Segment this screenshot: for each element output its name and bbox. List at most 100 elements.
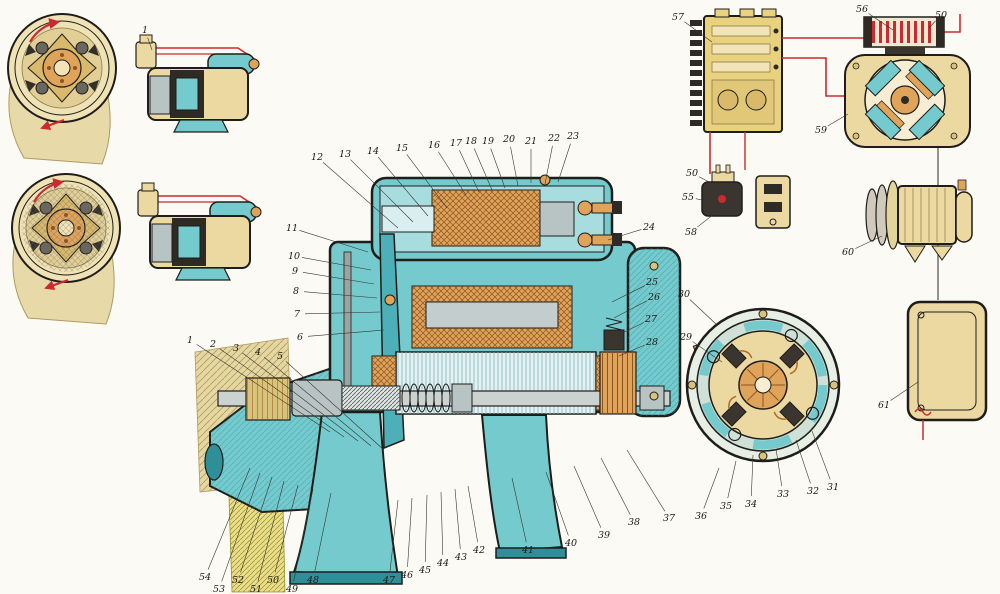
callout-number-19-6: 6 — [297, 332, 303, 343]
callout-number-56-56: 56 — [856, 4, 868, 15]
regulator-fin — [690, 70, 702, 76]
brush-set — [706, 343, 753, 369]
callout-number-37-48: 48 — [306, 575, 319, 586]
regulator-fin — [690, 80, 702, 86]
plug-prong — [725, 164, 731, 174]
callout-number-30-29: 29 — [679, 332, 692, 343]
callout-number-23-4: 4 — [254, 347, 261, 358]
cover-screw — [829, 380, 839, 390]
callout-number-32-53: 53 — [213, 584, 225, 594]
regulator-fin — [690, 90, 702, 96]
callout-leader-63-61 — [890, 381, 919, 401]
callout-leader-26-26 — [613, 300, 648, 319]
callout-number-59-50: 50 — [686, 168, 698, 179]
callout-number-36-49: 49 — [285, 584, 298, 594]
hub-bolt — [60, 53, 64, 57]
callout-number-0-1: 1 — [142, 25, 148, 36]
pole-coil — [905, 71, 934, 100]
relay-coil-stripe — [886, 21, 889, 43]
brush-set — [779, 328, 805, 375]
callout-number-60-55: 55 — [682, 192, 694, 203]
clutch-inner-ring — [14, 20, 110, 116]
cover-plate — [906, 300, 988, 440]
callout-number-25-25: 25 — [645, 277, 658, 288]
callout-number-1-12: 12 — [311, 152, 323, 163]
commutator-end-view — [685, 307, 841, 463]
callout-number-15-10: 10 — [288, 251, 300, 262]
relay-end-plate — [936, 17, 944, 47]
starter-mid-core — [175, 77, 199, 111]
callout-number-20-1: 1 — [187, 335, 193, 346]
relay-end-plate — [864, 17, 872, 47]
callout-leader-14-11 — [299, 230, 369, 253]
callout-leader-36-49 — [293, 488, 314, 582]
bracket-slot — [764, 184, 782, 194]
generator — [865, 179, 973, 263]
callout-number-42-43: 43 — [454, 552, 467, 563]
callout-number-57-50: 50 — [935, 10, 947, 21]
callout-number-27-27: 27 — [644, 314, 658, 325]
callout-leader-43-42 — [467, 485, 478, 543]
callout-leader-49-36 — [703, 467, 720, 509]
callout-number-7-18: 18 — [465, 136, 477, 147]
callout-number-33-52: 52 — [232, 575, 244, 586]
generator-fins — [904, 188, 946, 242]
callout-leader-55-57 — [684, 21, 713, 43]
callout-number-53-32: 32 — [807, 486, 819, 497]
regulator-fin — [690, 40, 702, 46]
callout-leader-34-51 — [257, 480, 285, 582]
callout-number-61-58: 58 — [685, 227, 697, 238]
callout-number-44-41: 41 — [521, 545, 534, 556]
rear-end-cap-hatch — [628, 248, 680, 416]
callout-number-28-28: 28 — [645, 337, 658, 348]
terminal-nut-upper — [612, 201, 622, 214]
callout-leader-4-15 — [406, 154, 448, 209]
clutch-view-engaged — [7, 13, 117, 165]
bracket-slot — [764, 202, 782, 212]
relay-coil-stripe — [907, 21, 910, 43]
callout-number-39-46: 46 — [400, 570, 413, 581]
housing-screw — [950, 132, 958, 140]
solenoid-coil-hatch — [432, 190, 540, 246]
commutator-segment-line — [747, 369, 758, 380]
relay-strip — [711, 25, 771, 37]
solenoid-core — [539, 201, 575, 237]
regulator-terminal-block — [761, 8, 777, 18]
callout-leader-9-20 — [510, 146, 519, 187]
callout-leader-1-12 — [322, 162, 399, 229]
callout-leader-13-24 — [607, 229, 642, 241]
callout-leader-7-18 — [473, 148, 493, 191]
callout-leader-22-3 — [242, 352, 359, 442]
callout-number-6-17: 17 — [450, 138, 463, 149]
callout-number-29-30: 30 — [678, 289, 690, 300]
relay-coil-stripe — [879, 21, 882, 43]
brush-spring-spiral — [728, 427, 742, 442]
callout-number-14-11: 11 — [286, 223, 298, 234]
generator-rear-cap — [955, 191, 973, 243]
regulator-coil — [717, 89, 739, 111]
cover-screw — [758, 451, 768, 461]
hub-bolt — [47, 66, 51, 70]
relay-coil-frame — [863, 16, 945, 48]
regulator-fin — [690, 30, 702, 36]
wire-red — [156, 53, 215, 62]
housing-screw — [852, 62, 860, 70]
callout-number-48-37: 37 — [663, 513, 676, 524]
pinion-teeth — [246, 378, 290, 420]
callout-leader-47-38 — [600, 457, 631, 516]
callout-leader-39-46 — [407, 497, 413, 568]
solenoid-plunger — [381, 205, 435, 233]
plate-body — [906, 300, 988, 422]
shaft-hole — [754, 376, 772, 394]
callout-leader-52-33 — [775, 448, 783, 487]
callout-leader-23-4 — [263, 356, 372, 447]
callout-number-38-47: 47 — [382, 575, 396, 586]
callout-leader-25-25 — [611, 285, 645, 303]
clutch-pawl — [25, 44, 36, 56]
contact-point — [773, 64, 779, 70]
callout-leader-31-54 — [207, 467, 251, 570]
callout-leader-37-48 — [314, 492, 332, 573]
regulator-terminal-block — [739, 8, 755, 18]
callout-leader-46-39 — [573, 465, 602, 528]
